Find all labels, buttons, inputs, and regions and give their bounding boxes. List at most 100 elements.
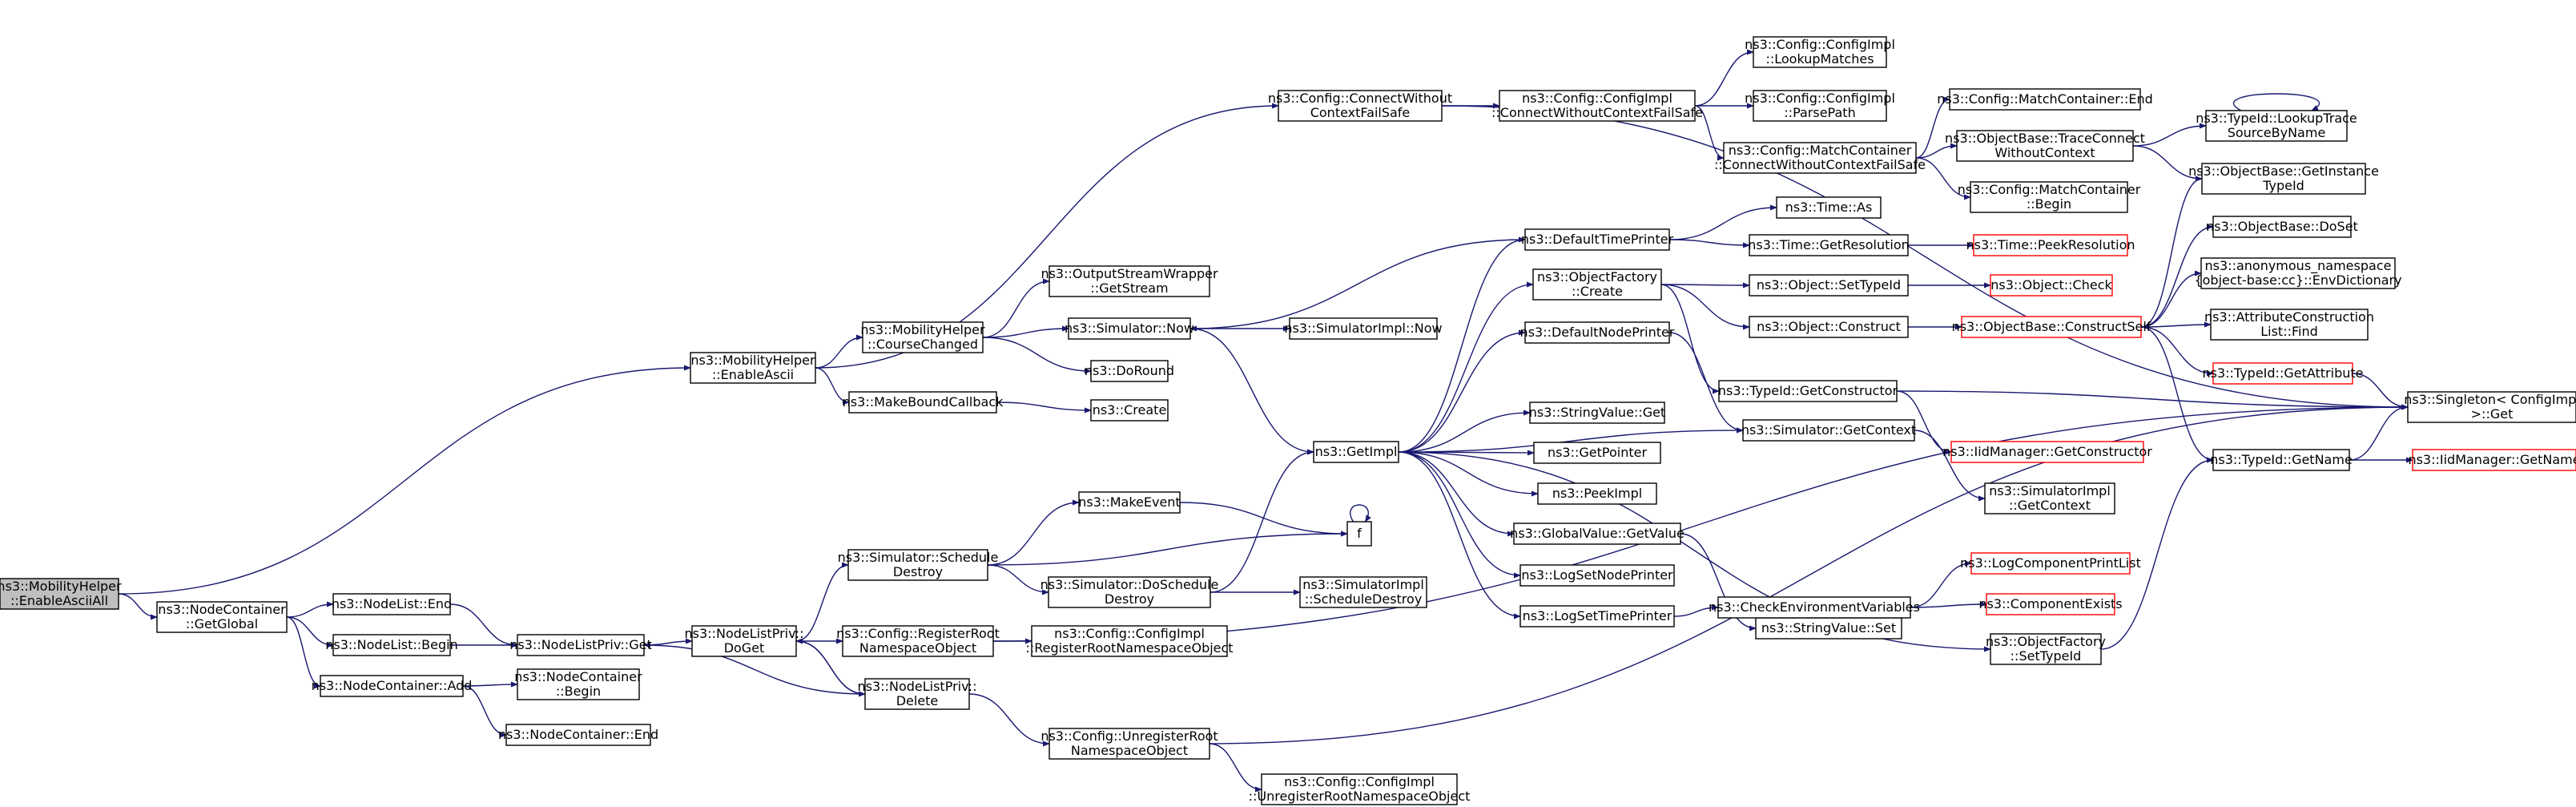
- node-doround[interactable]: ns3::DoRound: [1085, 360, 1174, 382]
- node-cfgimpl_connectwocfs[interactable]: ns3::Config::ConfigImpl::ConnectWithoutC…: [1491, 90, 1703, 122]
- node-cfgimpl_lookupmatches[interactable]: ns3::Config::ConfigImpl::LookupMatches: [1745, 36, 1895, 68]
- node-iidmanager_getconstructor[interactable]: ns3::IidManager::GetConstructor: [1942, 441, 2152, 463]
- node-anon_envdict[interactable]: ns3::anonymous_namespace{object-base:cc}…: [2194, 257, 2402, 289]
- node-simimpl_now[interactable]: ns3::SimulatorImpl::Now: [1284, 317, 1443, 340]
- node-object_construct[interactable]: ns3::Object::Construct: [1749, 316, 1909, 338]
- node-cfg_mc_connectwocfs[interactable]: ns3::Config::MatchContainer::ConnectWith…: [1714, 142, 1926, 174]
- node-cfgimpl_parsepath[interactable]: ns3::Config::ConfigImpl::ParsePath: [1745, 90, 1895, 122]
- node-label: ::RegisterRootNamespaceObject: [1025, 640, 1233, 656]
- node-typeid_getname[interactable]: ns3::TypeId::GetName: [2210, 449, 2353, 471]
- node-nc_end[interactable]: ns3::NodeContainer::End: [498, 724, 658, 746]
- node-nl_end[interactable]: ns3::NodeList::End: [332, 593, 452, 615]
- node-label: ns3::Config::MatchContainer: [1729, 143, 1912, 158]
- node-cfgimpl_unregroot[interactable]: ns3::Config::ConfigImpl::UnregisterRootN…: [1249, 773, 1471, 805]
- node-defaulttimeprinter[interactable]: ns3::DefaultTimePrinter: [1521, 228, 1674, 251]
- node-objbase_traceconnectwoc[interactable]: ns3::ObjectBase::TraceConnectWithoutCont…: [1945, 130, 2145, 162]
- node-label: ::Create: [1572, 284, 1623, 299]
- node-cfg_mc_end[interactable]: ns3::Config::MatchContainer::End: [1937, 88, 2153, 111]
- node-label: TypeId: [2262, 178, 2304, 193]
- node-cfgimpl_regroot[interactable]: ns3::Config::ConfigImpl::RegisterRootNam…: [1025, 625, 1234, 657]
- node-box: [1499, 90, 1696, 122]
- node-box: [842, 625, 994, 657]
- node-stringvalue_get[interactable]: ns3::StringValue::Get: [1529, 401, 1665, 424]
- edge-nc_getglobal-to-nl_begin: [286, 616, 334, 648]
- node-typeid_getconstructor[interactable]: ns3::TypeId::GetConstructor: [1718, 380, 1898, 402]
- node-makeboundcb[interactable]: ns3::MakeBoundCallback: [843, 391, 1004, 414]
- node-logsetnodeprinter[interactable]: ns3::LogSetNodePrinter: [1519, 564, 1675, 587]
- edge-getimpl-to-defaulttimeprinter: [1398, 236, 1526, 453]
- node-time_peekresolution[interactable]: ns3::Time::PeekResolution: [1966, 234, 2135, 256]
- node-sim_now[interactable]: ns3::Simulator::Now: [1065, 317, 1194, 340]
- node-stringvalue_set[interactable]: ns3::StringValue::Set: [1755, 617, 1902, 640]
- node-time_as[interactable]: ns3::Time::As: [1776, 196, 1882, 219]
- node-getpointer[interactable]: ns3::GetPointer: [1533, 442, 1661, 464]
- node-cfg_unregroot[interactable]: ns3::Config::UnregisterRootNamespaceObje…: [1040, 728, 1218, 760]
- node-simimpl_getcontext[interactable]: ns3::SimulatorImpl::GetContext: [1984, 482, 2115, 514]
- edge-defaultnodeprinter-to-sim_getcontext: [1668, 332, 1744, 434]
- node-cfg_regroot[interactable]: ns3::Config::RegisterRootNamespaceObject: [836, 625, 1000, 657]
- node-label: ns3::MobilityHelper: [0, 579, 122, 594]
- node-iidmanager_getname[interactable]: ns3::IidManager::GetName: [2408, 449, 2576, 471]
- node-create[interactable]: ns3::Create: [1090, 399, 1169, 422]
- node-getimpl[interactable]: ns3::GetImpl: [1313, 441, 1399, 463]
- node-f[interactable]: f: [1346, 521, 1372, 547]
- node-singleton_get[interactable]: ns3::Singleton< ConfigImpl >::Get: [2404, 391, 2576, 423]
- node-componentexists[interactable]: ns3::ComponentExists: [1978, 593, 2123, 615]
- node-mh_coursechanged[interactable]: ns3::MobilityHelper::CourseChanged: [860, 321, 985, 353]
- edge-objbase_constructself-to-attrconstructionlist_find: [2140, 321, 2212, 328]
- node-objbase_constructself[interactable]: ns3::ObjectBase::ConstructSelf: [1952, 316, 2151, 338]
- node-time_getresolution[interactable]: ns3::Time::GetResolution: [1748, 234, 1910, 256]
- node-nl_begin[interactable]: ns3::NodeList::Begin: [325, 634, 458, 656]
- node-root[interactable]: ns3::MobilityHelper::EnableAsciiAll: [0, 578, 122, 610]
- node-osw_getstream[interactable]: ns3::OutputStreamWrapper::GetStream: [1040, 265, 1218, 297]
- node-box: [1970, 552, 2131, 575]
- node-simimpl_scheddestroy[interactable]: ns3::SimulatorImpl::ScheduleDestroy: [1299, 576, 1427, 608]
- node-box: [1533, 442, 1661, 464]
- node-checkenvvars[interactable]: ns3::CheckEnvironmentVariables: [1709, 596, 1920, 619]
- edge-cfg_unregroot-to-singleton_get: [1209, 404, 2409, 744]
- node-nlp_delete[interactable]: ns3::NodeListPriv::Delete: [858, 678, 977, 710]
- node-box: [691, 625, 797, 657]
- node-label: ns3::StringValue::Set: [1761, 620, 1896, 636]
- node-typeid_getattribute[interactable]: ns3::TypeId::GetAttribute: [2202, 362, 2364, 385]
- node-mh_enableascii[interactable]: ns3::MobilityHelper::EnableAscii: [690, 352, 816, 384]
- edge-objbase_constructself-to-objbase_doset: [2140, 224, 2214, 328]
- node-defaultnodeprinter[interactable]: ns3::DefaultNodePrinter: [1520, 321, 1675, 344]
- node-label: ns3::NodeListPriv::: [858, 679, 977, 694]
- node-label: ::ParsePath: [1784, 105, 1855, 120]
- node-cfg_mc_begin[interactable]: ns3::Config::MatchContainer::Begin: [1958, 181, 2141, 213]
- node-label: ns3::DefaultNodePrinter: [1520, 325, 1675, 340]
- node-sim_getcontext[interactable]: ns3::Simulator::GetContext: [1741, 419, 1916, 442]
- node-sim_scheddestroy[interactable]: ns3::Simulator::ScheduleDestroy: [838, 549, 999, 581]
- node-box: [1524, 321, 1670, 344]
- node-label: ns3::DoRound: [1085, 363, 1174, 378]
- node-nc_getglobal[interactable]: ns3::NodeContainer::GetGlobal: [156, 601, 288, 633]
- node-label: ns3::ObjectBase::ConstructSelf: [1952, 319, 2151, 334]
- node-box: [1049, 728, 1210, 760]
- node-nlp_doget[interactable]: ns3::NodeListPriv::DoGet: [685, 625, 804, 657]
- node-nlp_get[interactable]: ns3::NodeListPriv::Get: [509, 634, 652, 656]
- node-peekimpl[interactable]: ns3::PeekImpl: [1537, 482, 1657, 505]
- node-object_check[interactable]: ns3::Object::Check: [1990, 274, 2113, 297]
- node-nc_begin[interactable]: ns3::NodeContainer::Begin: [514, 668, 642, 700]
- node-logsettimeprinter[interactable]: ns3::LogSetTimePrinter: [1519, 605, 1675, 627]
- edge-getimpl-to-globalvalue_getvalue: [1398, 451, 1515, 537]
- node-objfactory_create[interactable]: ns3::ObjectFactory::Create: [1532, 268, 1662, 301]
- node-cfg_connectwocfs[interactable]: ns3::Config::ConnectWithoutContextFailSa…: [1268, 90, 1452, 122]
- node-label: ns3::GlobalValue::GetValue: [1510, 526, 1684, 541]
- node-nc_add[interactable]: ns3::NodeContainer::Add: [312, 675, 473, 697]
- node-logcomponentprintlist[interactable]: ns3::LogComponentPrintList: [1960, 552, 2141, 575]
- node-objbase_doset[interactable]: ns3::ObjectBase::DoSet: [2206, 216, 2358, 238]
- node-globalvalue_getvalue[interactable]: ns3::GlobalValue::GetValue: [1510, 523, 1684, 545]
- node-object_settypeid[interactable]: ns3::Object::SetTypeId: [1749, 274, 1909, 297]
- node-box: [1068, 317, 1191, 340]
- node-makeevent[interactable]: ns3::MakeEvent: [1078, 491, 1181, 514]
- node-box: [320, 675, 464, 697]
- node-objfactory_settypeid[interactable]: ns3::ObjectFactory::SetTypeId: [1986, 633, 2106, 665]
- edge-defaulttimeprinter-to-time_as: [1668, 204, 1777, 240]
- edge-objbase_traceconnectwoc-to-objbase_getinstancetypeid: [2132, 145, 2203, 182]
